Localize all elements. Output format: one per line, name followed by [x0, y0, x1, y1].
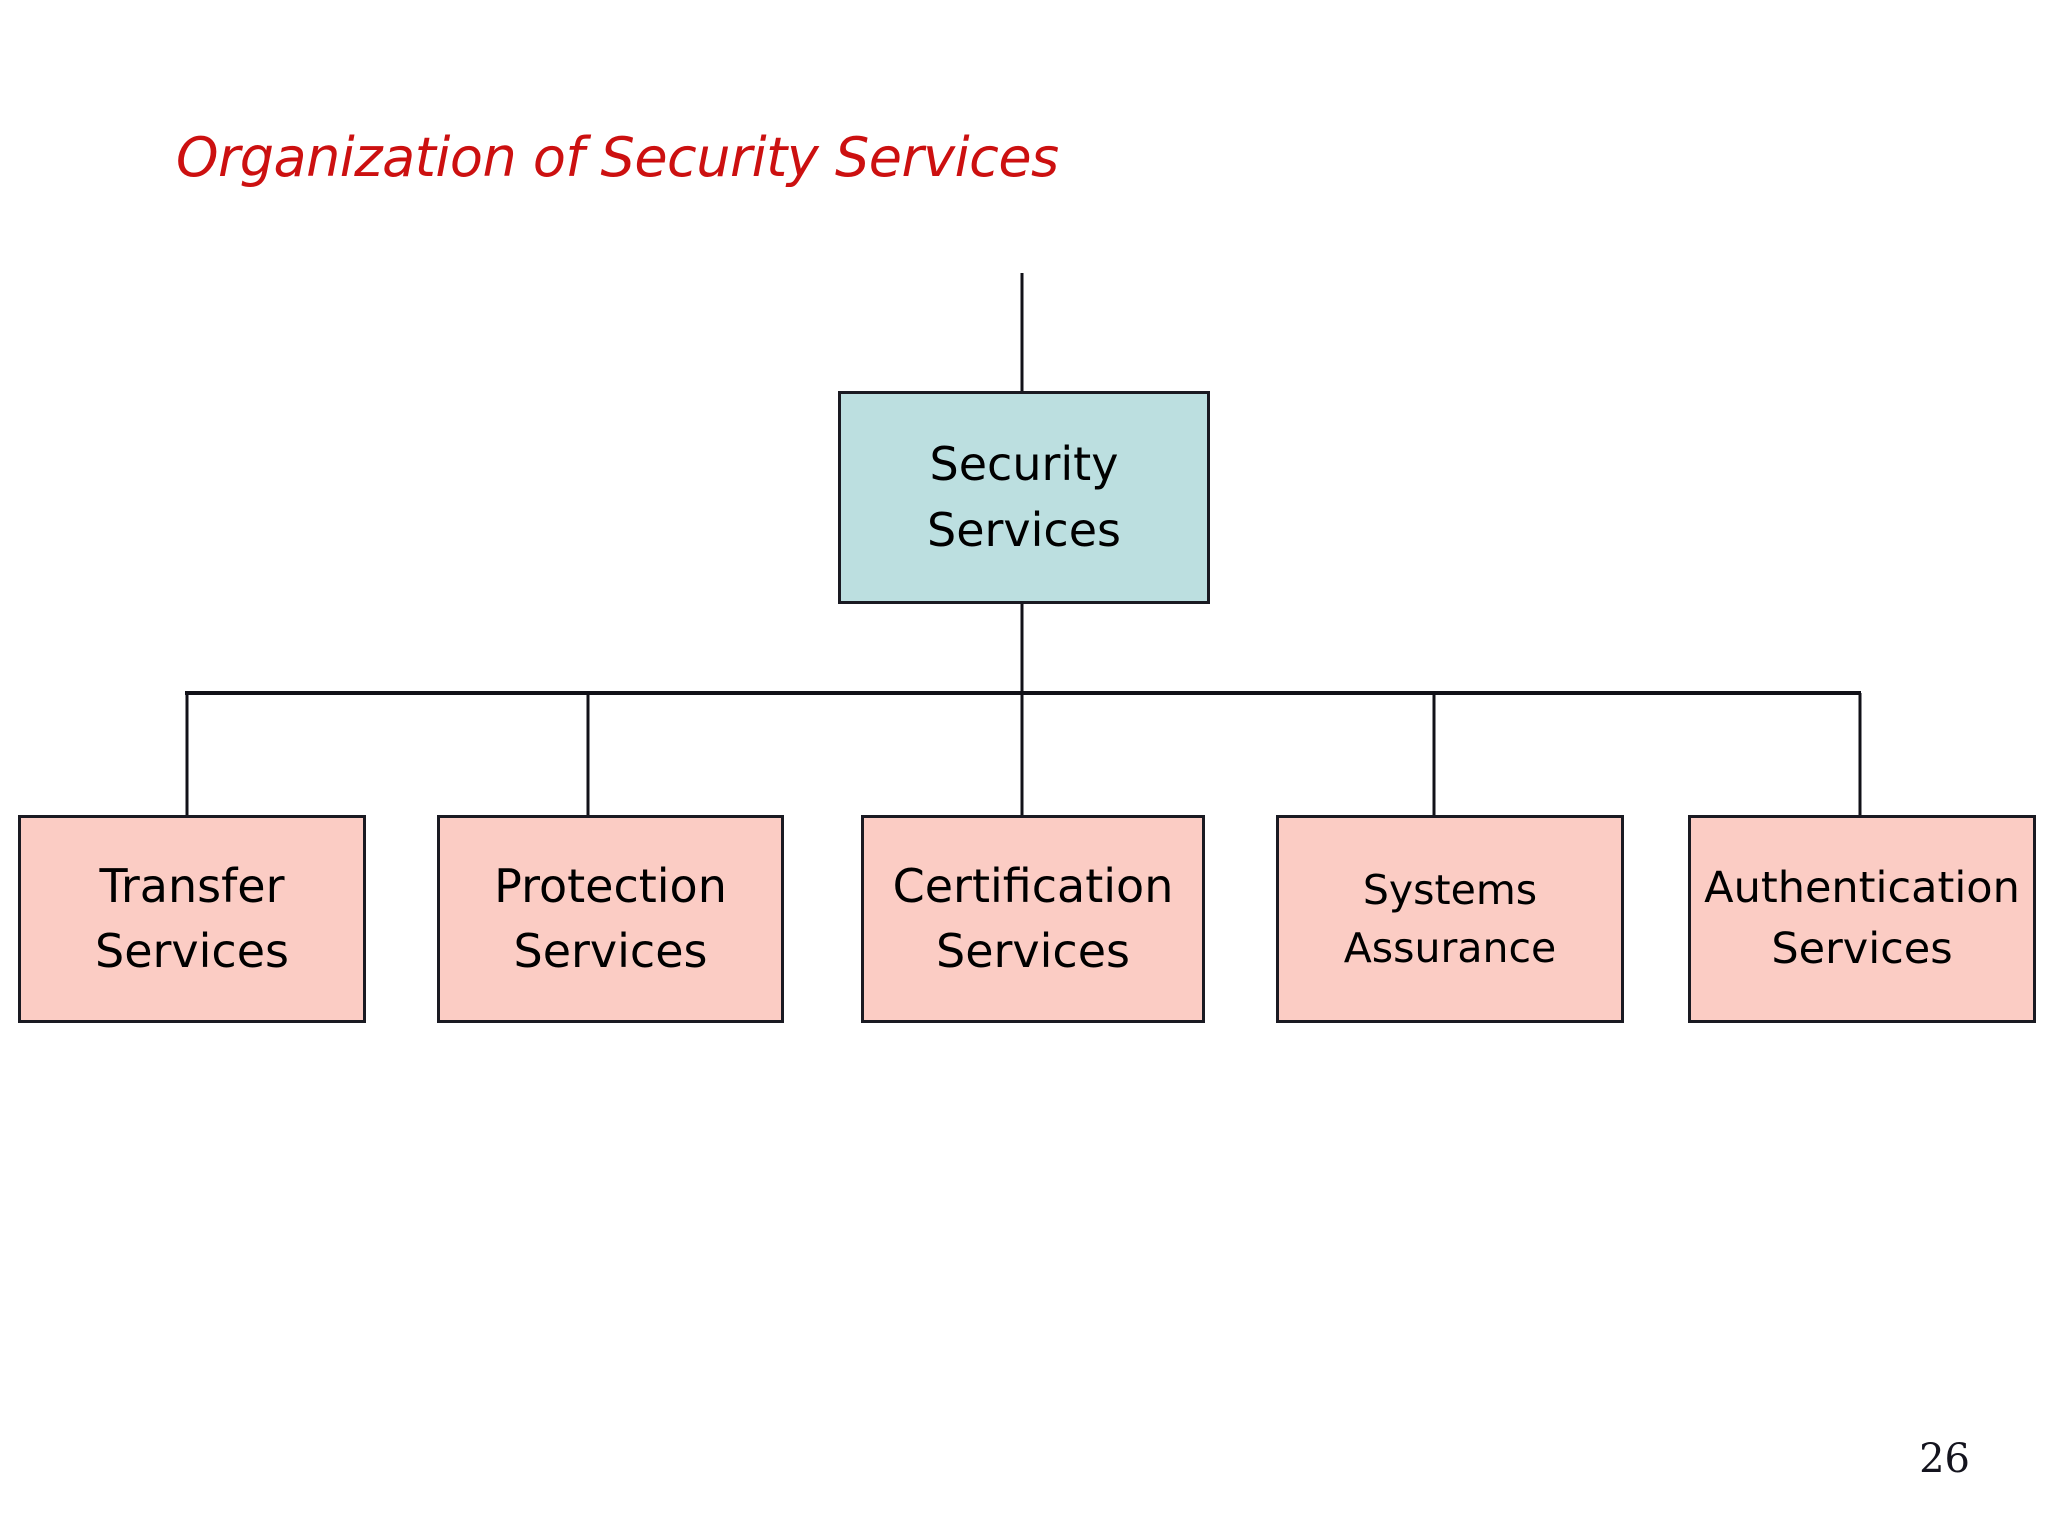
node-systems-assurance[interactable]: Systems Assurance	[1276, 815, 1624, 1023]
node-label-line1: Systems	[1362, 865, 1538, 914]
page-title: Organization of Security Services	[176, 126, 1059, 189]
node-label-line1: Certification	[892, 858, 1174, 913]
node-label-line2: Assurance	[1343, 924, 1557, 972]
node-label-line2: Services	[513, 924, 708, 978]
node-label-line1: Transfer	[99, 858, 285, 913]
node-label-line2: Services	[1771, 924, 1953, 974]
node-authentication-services[interactable]: Authentication Services	[1688, 815, 2036, 1023]
node-security-services[interactable]: Security Services	[838, 391, 1210, 604]
node-label-line1: Authentication	[1704, 862, 2020, 913]
node-label-line1: Protection	[494, 858, 727, 913]
node-label-line2: Services	[95, 924, 289, 978]
node-label-line2: Services	[927, 502, 1121, 557]
page-number: 26	[1919, 1436, 1970, 1482]
node-label-line1: Security	[929, 437, 1119, 492]
node-label-line2: Services	[936, 924, 1130, 978]
node-protection-services[interactable]: Protection Services	[437, 815, 784, 1023]
node-certification-services[interactable]: Certification Services	[861, 815, 1205, 1023]
node-transfer-services[interactable]: Transfer Services	[18, 815, 366, 1023]
